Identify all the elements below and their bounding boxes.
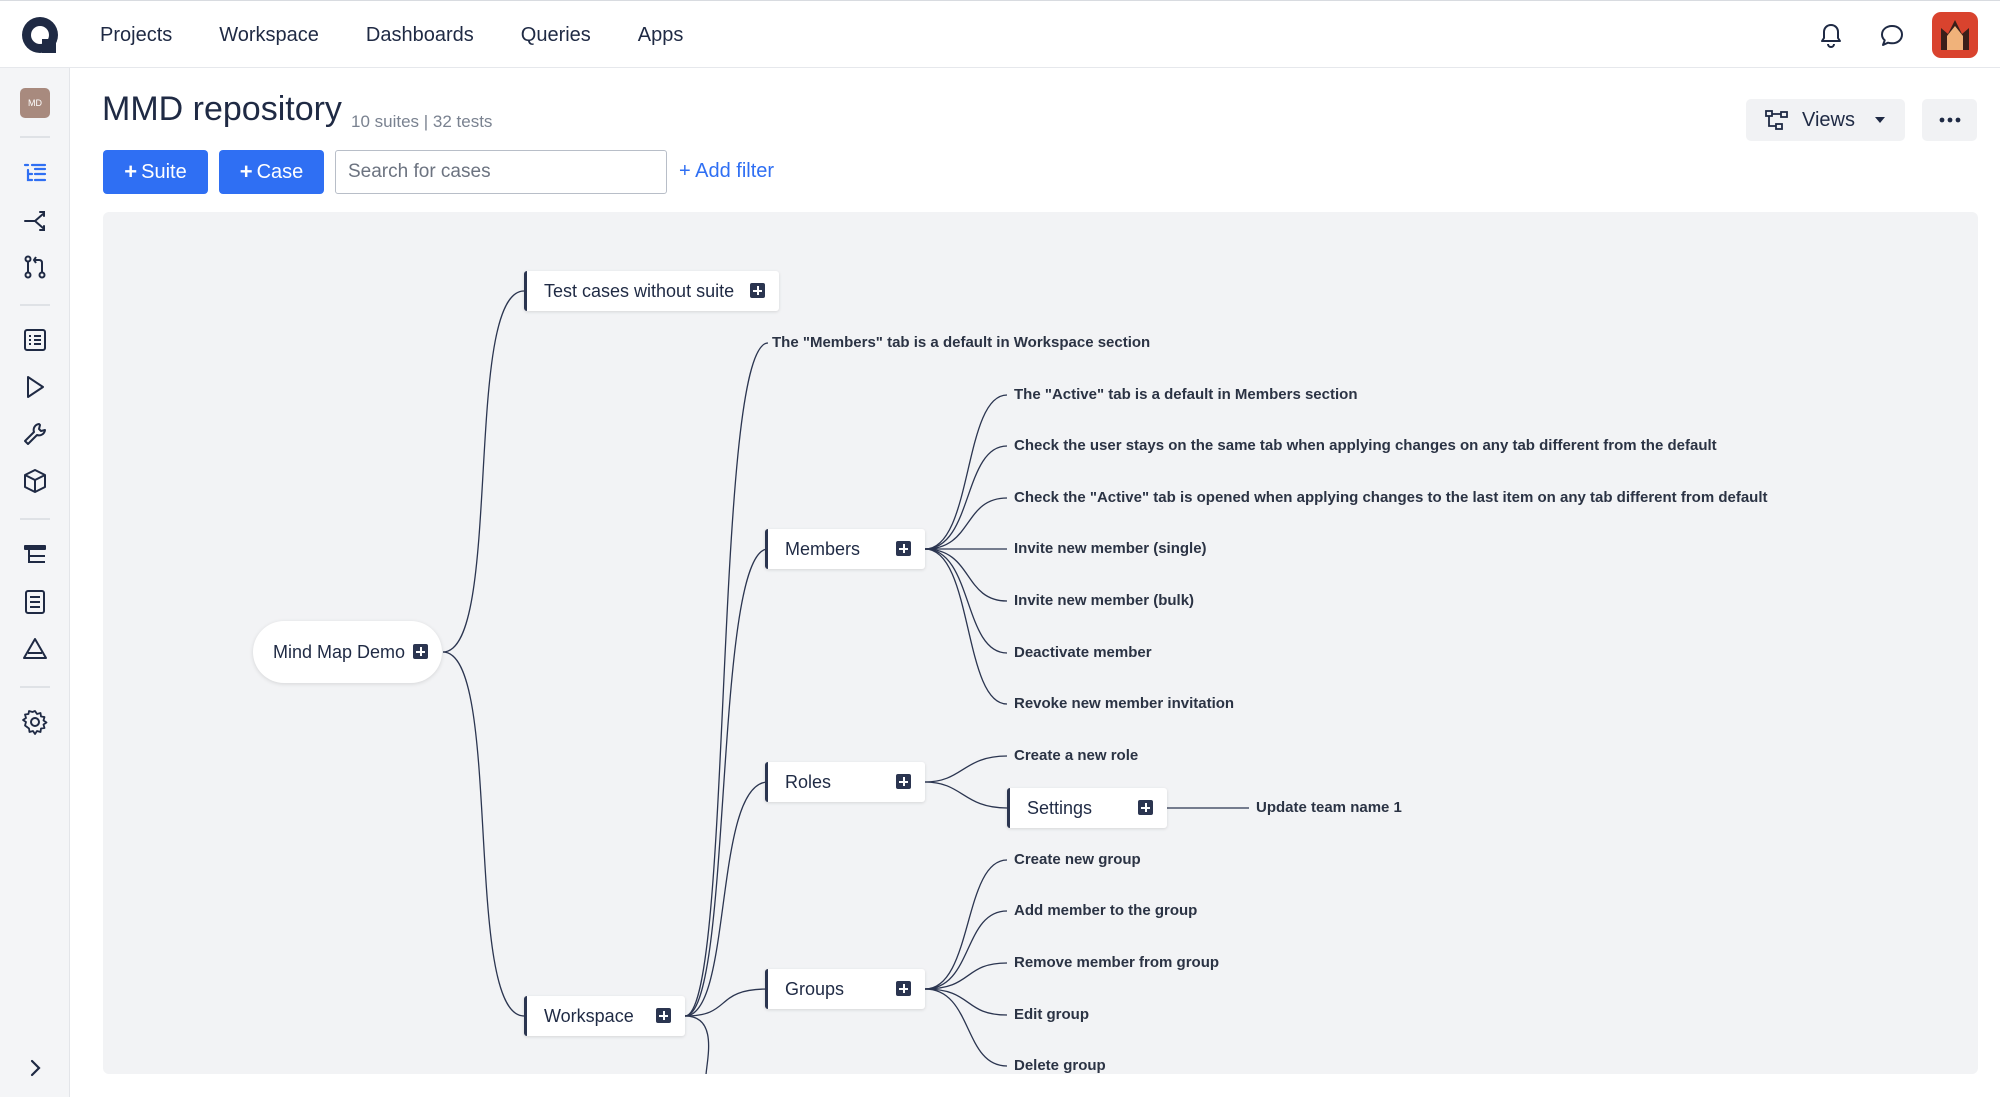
views-dropdown[interactable]: Views bbox=[1746, 99, 1905, 141]
more-icon bbox=[1939, 117, 1960, 123]
sidebar-divider bbox=[20, 518, 50, 520]
nav-apps[interactable]: Apps bbox=[637, 23, 684, 46]
bell-icon[interactable] bbox=[1817, 21, 1845, 49]
case-leaf[interactable]: Remove member from group bbox=[1014, 954, 1220, 971]
add-case-button[interactable]: + Case bbox=[219, 150, 324, 194]
case-leaf[interactable]: Edit group bbox=[1014, 1006, 1089, 1023]
chat-icon[interactable] bbox=[1878, 21, 1906, 49]
case-leaf[interactable]: Create new group bbox=[1014, 851, 1141, 868]
nav-workspace[interactable]: Workspace bbox=[219, 23, 319, 46]
chevron-down-icon bbox=[1875, 117, 1885, 123]
expand-icon[interactable] bbox=[896, 981, 911, 996]
case-leaf[interactable]: Invite new member (bulk) bbox=[1014, 592, 1195, 609]
suite-node-test-cases-without-suite[interactable]: Test cases without suite bbox=[524, 271, 779, 311]
expand-icon[interactable] bbox=[413, 644, 428, 659]
sidebar-divider bbox=[20, 304, 50, 306]
case-leaf[interactable]: The "Active" tab is a default in Members… bbox=[1014, 386, 1358, 403]
views-label: Views bbox=[1802, 108, 1855, 131]
suite-node-label: Roles bbox=[785, 771, 832, 792]
test-plans-icon[interactable] bbox=[21, 326, 49, 354]
case-leaf[interactable]: Add member to the group bbox=[1014, 902, 1198, 919]
chevron-right-icon[interactable] bbox=[21, 1054, 49, 1082]
suite-node-workspace[interactable]: Workspace bbox=[524, 996, 685, 1036]
sidebar-divider bbox=[20, 136, 50, 138]
suite-node-label: Members bbox=[785, 538, 861, 559]
suite-node-roles[interactable]: Roles bbox=[765, 762, 925, 802]
root-node-label: Mind Map Demo bbox=[273, 641, 406, 662]
suite-node-members[interactable]: Members bbox=[765, 529, 925, 569]
suite-node-label: Workspace bbox=[544, 1005, 634, 1026]
add-suite-label: Suite bbox=[141, 160, 187, 183]
case-leaf[interactable]: Invite new member (single) bbox=[1014, 540, 1207, 557]
plus-icon: + bbox=[239, 159, 253, 184]
mindmap-edges bbox=[442, 290, 1249, 1074]
top-bar: Projects Workspace Dashboards Queries Ap… bbox=[0, 0, 2000, 68]
suite-node-label: Test cases without suite bbox=[544, 280, 735, 301]
expand-icon[interactable] bbox=[896, 541, 911, 556]
warning-icon[interactable] bbox=[21, 635, 49, 663]
user-avatar[interactable] bbox=[1932, 12, 1978, 58]
project-badge[interactable]: MD bbox=[20, 88, 50, 118]
sidebar-divider bbox=[20, 686, 50, 688]
expand-icon[interactable] bbox=[656, 1008, 671, 1023]
search-input[interactable] bbox=[335, 150, 667, 194]
expand-icon[interactable] bbox=[750, 283, 765, 298]
mindmap-view-icon bbox=[1765, 110, 1788, 130]
play-icon[interactable] bbox=[21, 373, 49, 401]
main-nav: Projects Workspace Dashboards Queries Ap… bbox=[100, 1, 730, 69]
repository-list-icon[interactable] bbox=[21, 160, 49, 188]
plus-icon: + bbox=[124, 159, 138, 184]
case-leaf[interactable]: Check the user stays on the same tab whe… bbox=[1014, 437, 1717, 454]
case-leaf[interactable]: The "Members" tab is a default in Worksp… bbox=[772, 334, 1151, 351]
nav-projects[interactable]: Projects bbox=[100, 23, 173, 46]
suite-node-label: Groups bbox=[785, 978, 845, 999]
suite-node-label: Settings bbox=[1027, 797, 1093, 818]
nav-queries[interactable]: Queries bbox=[520, 23, 591, 46]
case-leaf[interactable]: Create a new role bbox=[1014, 747, 1139, 764]
stack-icon[interactable] bbox=[21, 541, 49, 569]
gear-icon[interactable] bbox=[21, 708, 49, 736]
case-leaf[interactable]: Delete group bbox=[1014, 1057, 1106, 1074]
more-options-button[interactable] bbox=[1922, 99, 1977, 141]
case-leaf[interactable]: Check the "Active" tab is opened when ap… bbox=[1014, 489, 1768, 506]
suite-node-settings[interactable]: Settings bbox=[1007, 788, 1167, 828]
repository-stats: 10 suites | 32 tests bbox=[351, 112, 493, 131]
expand-icon[interactable] bbox=[1138, 800, 1153, 815]
add-suite-button[interactable]: + Suite bbox=[103, 150, 208, 194]
add-filter-link[interactable]: + Add filter bbox=[679, 160, 775, 182]
nav-dashboards[interactable]: Dashboards bbox=[365, 23, 474, 46]
mindmap-root-node[interactable]: Mind Map Demo bbox=[253, 621, 442, 683]
case-leaf[interactable]: Revoke new member invitation bbox=[1014, 695, 1235, 712]
app-logo-icon[interactable] bbox=[20, 15, 60, 55]
sidebar: MD bbox=[0, 68, 70, 1097]
document-icon[interactable] bbox=[21, 588, 49, 616]
pull-request-icon[interactable] bbox=[21, 253, 49, 281]
share-icon[interactable] bbox=[21, 207, 49, 235]
page-title: MMD repository bbox=[102, 90, 342, 128]
add-case-label: Case bbox=[256, 160, 304, 183]
case-leaf[interactable]: Update team name 1 bbox=[1256, 799, 1402, 816]
cube-icon[interactable] bbox=[21, 467, 49, 495]
expand-icon[interactable] bbox=[896, 774, 911, 789]
wrench-icon[interactable] bbox=[21, 420, 49, 448]
suite-node-groups[interactable]: Groups bbox=[765, 969, 925, 1009]
case-leaf[interactable]: Deactivate member bbox=[1014, 644, 1152, 661]
mindmap-canvas[interactable]: Mind Map Demo Test cases without suite W… bbox=[103, 212, 1978, 1074]
